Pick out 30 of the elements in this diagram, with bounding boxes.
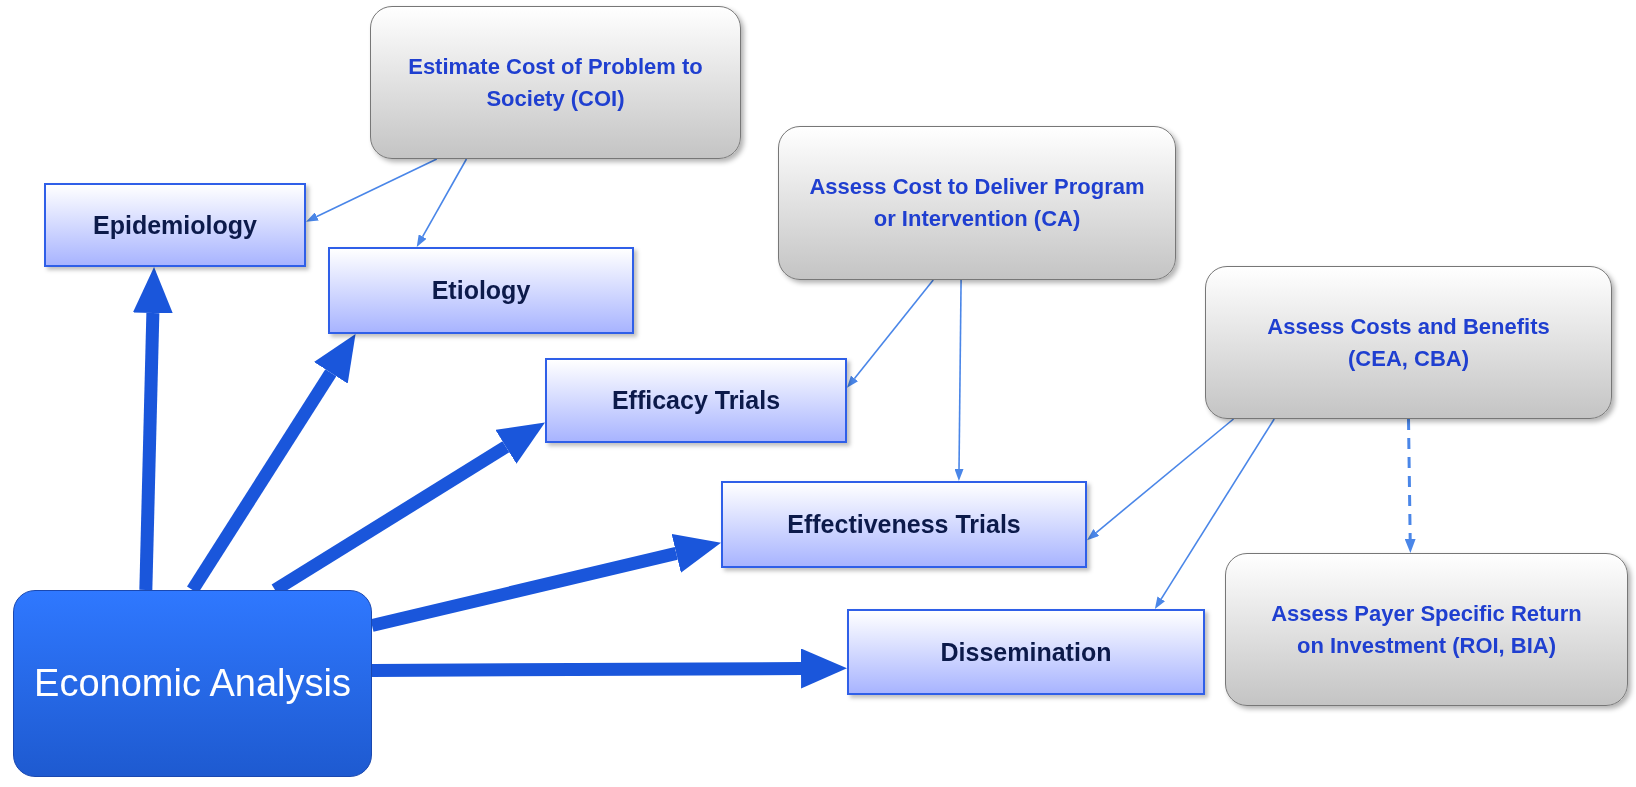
arrow <box>132 267 173 591</box>
arrow <box>847 279 934 388</box>
arrow <box>370 533 721 632</box>
box-label: Dissemination <box>940 637 1112 667</box>
cost-box <box>778 126 1176 280</box>
box-label: Estimate Cost of Problem to Society (COI) <box>407 52 704 113</box>
box-label: Assess Payer Specific Return on Investment (ROI, BIA) <box>1270 599 1583 660</box>
cost-box <box>1205 266 1612 419</box>
cost-box <box>370 6 741 159</box>
box-label: Efficacy Trials <box>611 386 781 415</box>
arrow <box>1154 418 1275 609</box>
stage-box <box>44 183 306 267</box>
arrow <box>306 158 438 222</box>
box-label: Effectiveness Trials <box>787 510 1021 539</box>
stage-box <box>847 609 1205 695</box>
arrow <box>416 158 468 247</box>
box-label: Assess Cost to Deliver Program or Intervention (CA) <box>809 173 1145 233</box>
arrow <box>1404 418 1416 553</box>
arrow <box>954 279 964 481</box>
box-label: Economic Analysis <box>33 660 352 706</box>
arrow <box>1087 418 1235 541</box>
box-label: Epidemiology <box>93 210 257 240</box>
arrow <box>371 648 847 689</box>
stage-box <box>545 358 847 443</box>
stage-box <box>328 247 634 334</box>
analysis-box <box>13 590 372 777</box>
box-label: Etiology <box>431 276 531 305</box>
stage-box <box>721 481 1087 568</box>
cost-box <box>1225 553 1628 706</box>
box-label: Assess Costs and Benefits (CEA, CBA) <box>1266 312 1551 373</box>
